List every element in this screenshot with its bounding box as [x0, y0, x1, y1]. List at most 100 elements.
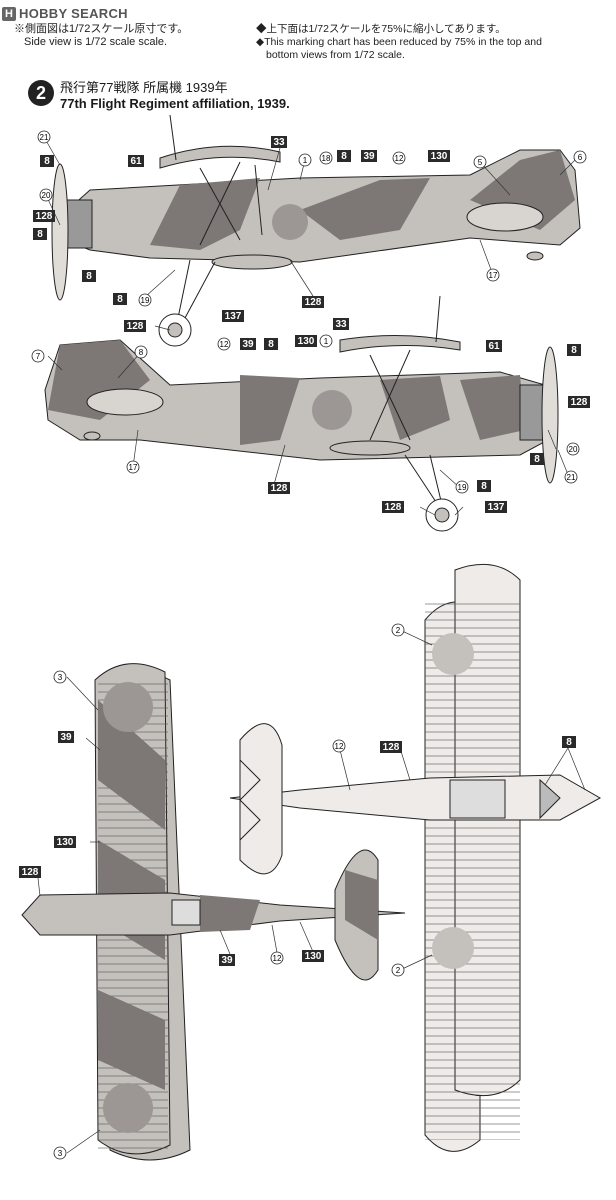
scale-note-right-en2: bottom views from 1/72 scale.: [266, 49, 405, 61]
scale-note-right-jp: ◆上下面は1/72スケールを75%に縮小してあります。: [256, 23, 506, 35]
box-8e: 8: [113, 293, 127, 305]
box-8f: 8: [264, 338, 278, 350]
box-128h-label: 128: [383, 742, 400, 753]
box-39c: 39: [58, 731, 74, 743]
scale-note-left-en: Side view is 1/72 scale scale.: [24, 36, 168, 48]
callout-1b-label: 1: [324, 337, 329, 346]
box-8b-label: 8: [341, 151, 347, 162]
callout-19b: 19: [455, 480, 469, 494]
callout-12d: 12: [332, 739, 346, 753]
callout-19a: 19: [138, 293, 152, 307]
callout-2b: 2: [391, 963, 405, 977]
box-8g: 8: [567, 344, 581, 356]
callout-12b-label: 12: [220, 340, 229, 349]
callout-19b-label: 19: [458, 483, 467, 492]
callout-17b-label: 17: [129, 463, 138, 472]
box-128b: 128: [302, 296, 324, 308]
box-8b: 8: [337, 150, 351, 162]
callout-20b-label: 20: [569, 445, 578, 454]
box-8f-label: 8: [268, 339, 274, 350]
callout-1b: 1: [319, 334, 333, 348]
site-logo: H HOBBY SEARCH: [2, 6, 128, 21]
callout-2a-label: 2: [396, 626, 401, 635]
box-137b-label: 137: [488, 502, 505, 513]
box-8j: 8: [562, 736, 576, 748]
box-8i-label: 8: [481, 481, 487, 492]
scale-note-left: ※側面図は1/72スケール原寸です。 Side view is 1/72 sca…: [14, 23, 188, 49]
section-title: 飛行第77戦隊 所属機 1939年 77th Flight Regiment a…: [60, 80, 290, 112]
side-view-left: [51, 114, 581, 347]
box-39a: 39: [361, 150, 377, 162]
box-33b: 33: [333, 318, 349, 330]
box-130d: 130: [302, 950, 324, 962]
box-137a: 137: [222, 310, 244, 322]
callout-12d-label: 12: [335, 742, 344, 751]
box-128b-label: 128: [305, 297, 322, 308]
logo-text: HOBBY SEARCH: [19, 6, 128, 21]
callout-21b-label: 21: [567, 473, 576, 482]
box-128a-label: 128: [36, 211, 53, 222]
top-view-camo: [21, 663, 406, 1161]
callout-2b-label: 2: [396, 966, 401, 975]
box-8h-label: 8: [534, 454, 540, 465]
callout-18: 18: [319, 151, 333, 165]
logo-mark: H: [2, 6, 16, 21]
box-39c-label: 39: [60, 732, 72, 743]
box-8h: 8: [530, 453, 544, 465]
section-number-badge: 2: [28, 80, 54, 106]
section-title-en: 77th Flight Regiment affiliation, 1939.: [60, 96, 290, 111]
box-130b: 130: [295, 335, 317, 347]
callout-21b: 21: [564, 470, 578, 484]
box-8a: 8: [40, 155, 54, 167]
callout-17b: 17: [126, 460, 140, 474]
box-130b-label: 130: [298, 336, 315, 347]
box-128d-label: 128: [571, 397, 588, 408]
callout-19a-label: 19: [141, 296, 150, 305]
callout-12a-label: 12: [395, 154, 404, 163]
box-39d: 39: [219, 954, 235, 966]
box-39b-label: 39: [242, 339, 254, 350]
callout-20b: 20: [566, 442, 580, 456]
box-61b: 61: [486, 340, 502, 352]
box-128d: 128: [568, 396, 590, 408]
box-8c: 8: [33, 228, 47, 240]
box-39a-label: 39: [363, 151, 375, 162]
box-8j-label: 8: [566, 737, 572, 748]
box-128e: 128: [268, 482, 290, 494]
box-33a: 33: [271, 136, 287, 148]
callout-3a: 3: [53, 670, 67, 684]
callout-20: 20: [39, 188, 53, 202]
callout-6: 6: [573, 150, 587, 164]
box-128a: 128: [33, 210, 55, 222]
box-130c-label: 130: [57, 837, 74, 848]
callout-17a-label: 17: [489, 271, 498, 280]
box-8d: 8: [82, 270, 96, 282]
box-128g: 128: [19, 866, 41, 878]
callout-2a: 2: [391, 623, 405, 637]
box-128h: 128: [380, 741, 402, 753]
box-130c: 130: [54, 836, 76, 848]
scale-note-right: ◆上下面は1/72スケールを75%に縮小してあります。 ◆This markin…: [256, 23, 542, 62]
box-137b: 137: [485, 501, 507, 513]
box-128g-label: 128: [22, 867, 39, 878]
callout-12b: 12: [217, 337, 231, 351]
callout-12c: 12: [270, 951, 284, 965]
box-128c: 128: [124, 320, 146, 332]
box-137a-label: 137: [225, 311, 242, 322]
side-view-right: [44, 295, 559, 532]
box-8g-label: 8: [571, 345, 577, 356]
box-33b-label: 33: [335, 319, 347, 330]
callout-18-label: 18: [322, 154, 331, 163]
callout-6-label: 6: [578, 153, 583, 162]
box-8c-label: 8: [37, 229, 43, 240]
box-8a-label: 8: [44, 156, 50, 167]
box-130a: 130: [428, 150, 450, 162]
bottom-view-light: [229, 563, 602, 1152]
circle-callouts: 21 20 1 18 12 5 6 17 19 7 8 12 1 17 20 2…: [31, 130, 587, 1160]
box-33a-label: 33: [273, 137, 285, 148]
box-8i: 8: [477, 480, 491, 492]
callout-5: 5: [473, 155, 487, 169]
callout-5-label: 5: [478, 158, 483, 167]
callout-8c-label: 8: [139, 348, 144, 357]
